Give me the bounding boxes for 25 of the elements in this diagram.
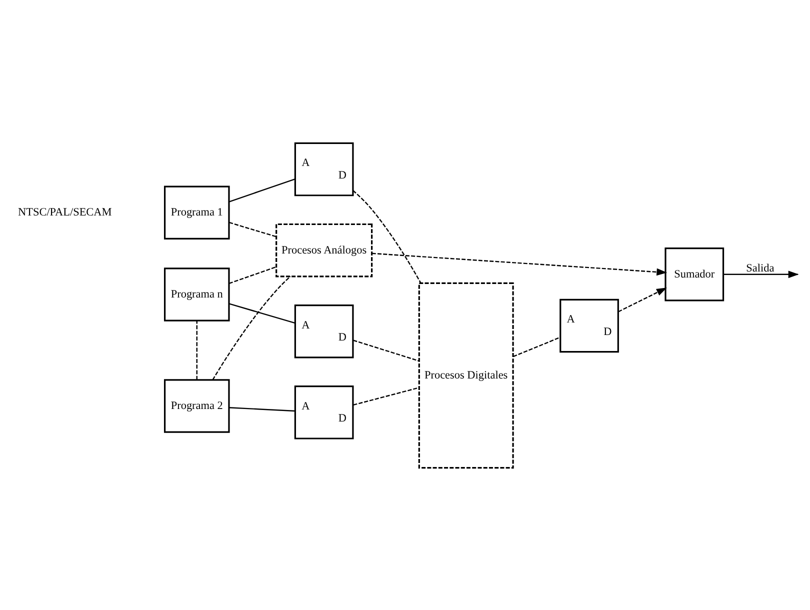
connector [229,406,296,412]
node-box: A D [294,304,354,358]
node-box: A D [294,385,354,439]
node-box: Programa 2 [164,378,230,432]
connector [196,320,198,380]
edge-label: Salida [746,262,774,274]
node-box: A D [560,298,619,352]
connector [228,221,276,237]
connector [212,276,291,380]
connector [353,386,420,406]
arrow [618,287,667,312]
node-box: Procesos Análogos [276,222,373,277]
node-box: Programa 1 [164,185,230,239]
connector [228,178,296,202]
connector [353,339,420,362]
arrow [372,252,668,276]
label: NTSC/PAL/SECAM [18,206,112,218]
connector [228,266,276,284]
connector [352,190,422,283]
node-box: Procesos Digitales [418,282,514,468]
node-box: A D [294,142,354,196]
node-box: Programa n [164,267,230,321]
connector [228,302,296,324]
connector [512,336,560,357]
node-box: Sumador [664,247,724,301]
